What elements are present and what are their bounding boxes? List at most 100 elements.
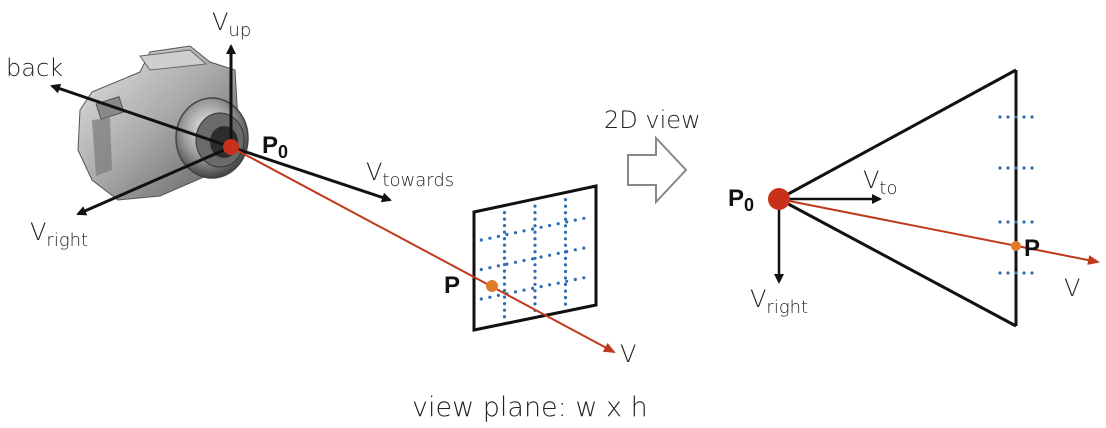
grid-dot: [533, 276, 537, 280]
edge-dot: [1022, 115, 1026, 119]
grid-dot: [522, 288, 526, 292]
grid-dot: [513, 231, 518, 235]
edge-dot: [998, 115, 1002, 119]
grid-dot: [502, 224, 507, 228]
grid-dot: [502, 295, 507, 299]
grid-dot: [513, 290, 518, 294]
grid-dot: [505, 262, 509, 266]
grid-dot: [502, 276, 507, 280]
grid-dot: [582, 216, 586, 220]
grid-dot: [533, 302, 537, 306]
grid-dot: [548, 283, 552, 287]
grid-dot: [533, 237, 537, 241]
grid-dot: [522, 258, 526, 263]
grid-dot: [556, 222, 560, 226]
grid-dot: [533, 211, 537, 215]
grid-dot: [502, 237, 507, 241]
grid-dot: [502, 282, 507, 286]
edge-dot: [1030, 220, 1034, 224]
right-axis: [76, 145, 232, 216]
edge-dot: [1030, 115, 1034, 119]
grid-dot: [531, 227, 535, 231]
grid-dot: [563, 302, 568, 306]
grid-dot: [533, 224, 537, 228]
edge-dot: [1030, 166, 1034, 170]
intersection-point: [486, 280, 498, 292]
grid-dot: [533, 217, 537, 221]
grid-dot: [513, 260, 518, 264]
grid-dot: [573, 277, 577, 282]
edge-dot: [1014, 271, 1018, 275]
towards-axis: [230, 145, 392, 203]
grid-dot: [563, 198, 568, 202]
right-axis-label: Vright: [30, 218, 88, 251]
grid-dot: [563, 263, 568, 267]
grid-dot: [502, 217, 507, 221]
grid-dot: [539, 255, 543, 259]
up-axis-label: Vup: [212, 8, 251, 41]
view-ray-2d: [778, 198, 1100, 265]
grid-dot: [533, 250, 537, 254]
view-plane: [472, 184, 598, 332]
view-plane-grid: [479, 198, 586, 319]
grid-dot: [563, 276, 568, 280]
hollow-arrow-right-icon: [627, 135, 688, 205]
grid-dot: [533, 289, 537, 293]
grid-dot: [573, 218, 577, 222]
grid-dot: [502, 230, 507, 234]
edge-dot: [1030, 271, 1034, 275]
edge-dot: [1022, 166, 1026, 170]
edge-dot: [1014, 220, 1018, 224]
grid-dot: [565, 279, 569, 283]
edge-dot: [1006, 220, 1010, 224]
grid-dot: [531, 257, 535, 261]
grid-dot: [533, 243, 537, 247]
grid-dot: [556, 251, 560, 255]
grid-dot: [563, 296, 568, 300]
edge-dot: [1006, 271, 1010, 275]
edge-dot: [1022, 271, 1026, 275]
grid-dot: [563, 269, 568, 274]
grid-dot: [563, 217, 568, 221]
grid-dot: [488, 236, 492, 240]
grid-dot: [496, 264, 500, 268]
grid-dot: [502, 269, 507, 273]
grid-dot: [582, 246, 586, 250]
grid-dot: [563, 243, 568, 247]
to-axis-label: Vto: [863, 166, 898, 199]
grid-dot: [548, 253, 552, 257]
ray-label-2d: V: [1064, 274, 1080, 302]
grid-dot: [563, 211, 568, 215]
grid-dot: [563, 256, 568, 260]
grid-dot: [533, 269, 537, 273]
grid-dot: [502, 308, 507, 312]
view-ray: [230, 146, 616, 353]
grid-dot: [531, 286, 535, 290]
frustum-triangle: [778, 68, 1018, 328]
edge-dot: [998, 271, 1002, 275]
edge-dot: [1006, 115, 1010, 119]
grid-dot: [502, 250, 507, 254]
origin-label: P0: [262, 132, 288, 162]
edge-dot: [998, 220, 1002, 224]
ray-label: V: [620, 340, 636, 368]
transition-label: 2D view: [604, 106, 701, 134]
grid-dot: [522, 229, 526, 233]
grid-dot: [563, 282, 568, 287]
grid-dot: [573, 248, 577, 252]
grid-dot: [556, 281, 560, 285]
grid-dot: [502, 211, 507, 215]
grid-dot: [502, 263, 507, 267]
edge-dot: [1022, 220, 1026, 224]
frustum-edge-dots: [998, 115, 1034, 275]
grid-dot: [502, 243, 507, 247]
grid-dot: [479, 297, 483, 301]
grid-dot: [502, 289, 507, 293]
point-label: P: [444, 272, 460, 299]
grid-dot: [502, 315, 507, 319]
grid-dot: [565, 250, 569, 254]
grid-dot: [496, 293, 500, 297]
origin-dot-2d: [768, 188, 790, 210]
